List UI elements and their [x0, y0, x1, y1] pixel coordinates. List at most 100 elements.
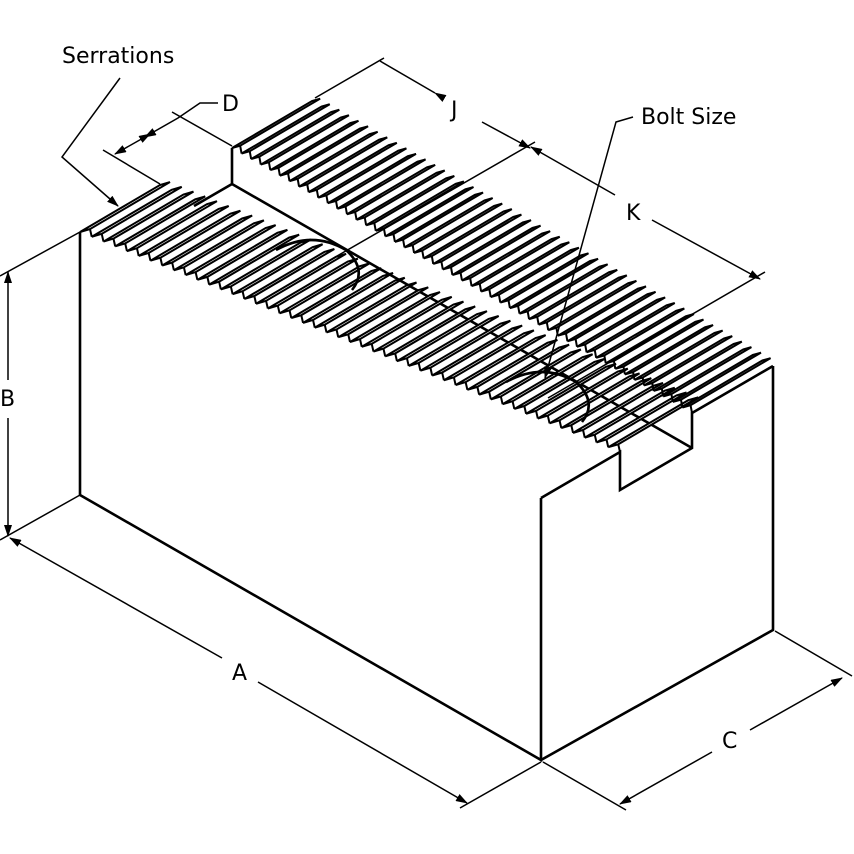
- serration-flank: [546, 415, 551, 424]
- serration-flank: [323, 324, 328, 333]
- serration-flank: [359, 338, 363, 348]
- a-extension-line: [459, 761, 542, 809]
- bolt-size-label: Bolt Size: [641, 105, 736, 130]
- serration-flank: [603, 355, 607, 364]
- serration-flank: [296, 178, 301, 187]
- serration-flank: [288, 310, 293, 319]
- a-dimension-line: [9, 537, 223, 659]
- serration-flank: [476, 386, 481, 395]
- serration-flank: [258, 156, 262, 165]
- serration-tooth: [91, 185, 183, 238]
- serration-flank: [497, 294, 502, 303]
- serration-tooth: [451, 224, 542, 276]
- serration-tooth: [403, 197, 494, 249]
- serration-tooth: [372, 300, 464, 353]
- serration-flank: [469, 278, 473, 287]
- rear-serrations: [231, 97, 772, 414]
- serration-flank: [441, 372, 445, 381]
- bolt-size-leader: [544, 116, 634, 379]
- serration-flank: [535, 410, 539, 419]
- serration-flank: [564, 333, 569, 342]
- serration-flank: [405, 357, 410, 367]
- a-label: A: [232, 661, 247, 686]
- serration-tooth: [557, 285, 647, 337]
- serration-tooth: [196, 228, 288, 281]
- serration-tooth: [572, 381, 664, 434]
- serration-tooth: [499, 252, 589, 304]
- bolt-hole-1: [275, 238, 360, 291]
- serration-tooth: [525, 362, 617, 415]
- serration-flank: [265, 300, 269, 309]
- serration-tooth: [549, 372, 641, 425]
- serration-tooth: [478, 343, 570, 396]
- c-extension-lines: [542, 630, 853, 811]
- serration-tooth: [356, 169, 446, 221]
- serration-tooth: [595, 307, 685, 359]
- serration-flank: [267, 162, 272, 171]
- serration-tooth: [423, 208, 513, 260]
- serration-tooth: [279, 125, 369, 177]
- serration-tooth: [384, 186, 474, 238]
- serration-tooth: [653, 340, 743, 392]
- serration-tooth: [662, 346, 752, 398]
- serration-flank: [182, 267, 187, 276]
- b-label: B: [0, 387, 15, 412]
- serration-flank: [574, 338, 578, 347]
- serration-tooth: [337, 286, 429, 339]
- serration-tooth: [461, 230, 551, 282]
- serration-tooth: [443, 329, 535, 382]
- serration-flank: [171, 262, 175, 271]
- a-dimension-line-2: [257, 681, 468, 804]
- serration-flank: [411, 244, 416, 254]
- serration-tooth: [384, 305, 476, 358]
- serration-tooth: [432, 213, 522, 265]
- serration-tooth: [308, 141, 398, 194]
- c-label: C: [722, 729, 737, 754]
- serration-tooth: [518, 263, 609, 315]
- serration-tooth: [480, 241, 570, 293]
- serration-tooth: [269, 119, 359, 172]
- serration-tooth: [643, 335, 733, 387]
- serration-tooth: [419, 319, 511, 372]
- j-dimension-line-2: [481, 121, 531, 149]
- serration-tooth: [576, 296, 666, 348]
- serration-flank: [206, 276, 211, 285]
- k-dimension-line: [530, 146, 616, 196]
- serrations-label: Serrations: [62, 44, 174, 69]
- serration-tooth: [365, 175, 455, 227]
- serration-tooth: [288, 130, 379, 183]
- serration-flank: [464, 381, 469, 391]
- serration-tooth: [408, 315, 500, 367]
- serration-tooth: [231, 97, 321, 149]
- serration-flank: [124, 243, 128, 252]
- serration-flank: [440, 261, 444, 270]
- serration-flank: [689, 404, 693, 414]
- serration-flank: [488, 391, 492, 400]
- serration-tooth: [102, 190, 194, 243]
- serration-tooth: [396, 310, 488, 363]
- serration-tooth: [298, 136, 388, 188]
- serration-flank: [300, 314, 305, 324]
- serration-flank: [159, 257, 164, 266]
- serration-flank: [593, 434, 598, 443]
- serration-flank: [394, 353, 398, 362]
- c-dimension-line: [619, 751, 713, 805]
- front-serrations: [79, 181, 699, 453]
- d-label: D: [222, 92, 239, 117]
- serration-flank: [218, 281, 222, 290]
- serration-flank: [325, 195, 329, 204]
- serration-flank: [135, 247, 140, 257]
- serration-flank: [363, 217, 368, 226]
- serration-tooth: [509, 257, 599, 310]
- serration-flank: [651, 382, 655, 392]
- serration-flank: [507, 300, 511, 309]
- serration-tooth: [431, 324, 523, 377]
- serration-flank: [511, 401, 516, 410]
- j-dimension-line: [379, 60, 447, 102]
- serration-tooth: [243, 248, 335, 300]
- serration-flank: [670, 393, 674, 403]
- serration-flank: [632, 371, 636, 381]
- serration-tooth: [314, 276, 406, 329]
- serration-flank: [526, 311, 531, 320]
